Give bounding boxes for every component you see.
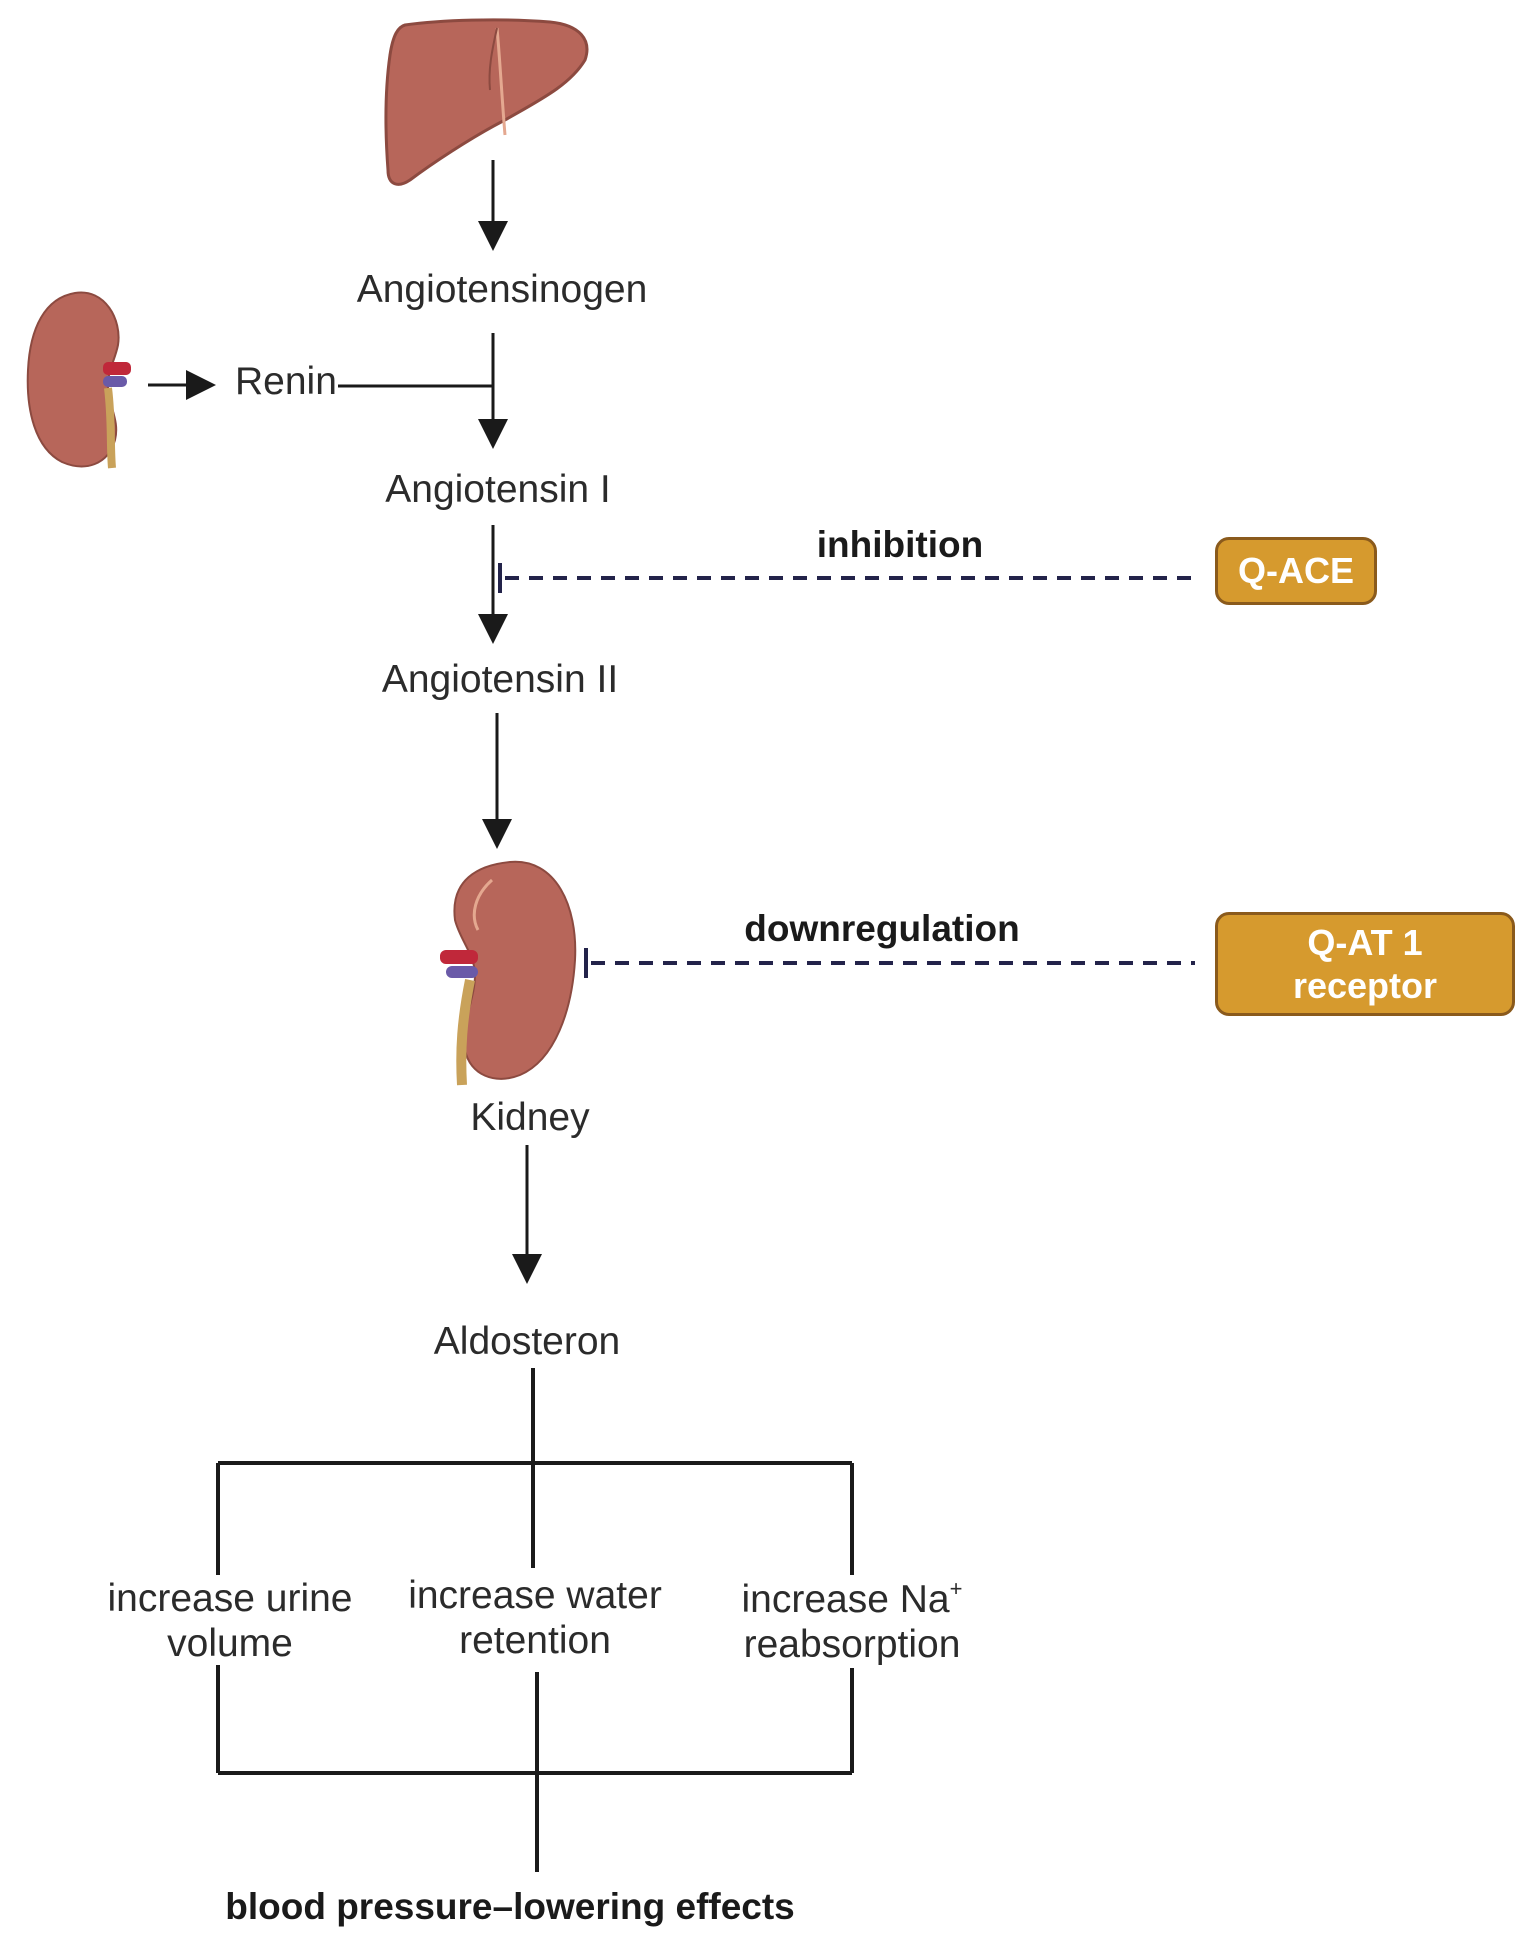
outcome-label: blood pressure–lowering effects [225,1886,795,1927]
liver-icon [384,18,589,186]
agent-q-at1-line2: receptor [1292,965,1438,1006]
edge-label-downregulation: downregulation [744,908,1020,949]
effect-urine-volume: increase urine volume [108,1577,353,1667]
effect-water-line2: retention [459,1618,611,1662]
agent-q-at1-receptor: Q-AT 1 receptor [1215,912,1515,1016]
effect-na-reabsorption: increase Na+ reabsorption [741,1576,963,1668]
kidney-icon [440,860,577,1086]
edge-label-inhibition: inhibition [816,524,984,565]
agent-q-ace: Q-ACE [1215,537,1377,605]
effect-water-line1: increase water [408,1574,662,1617]
effect-urine-line2: volume [167,1621,293,1665]
effect-water-retention: increase water retention [408,1574,662,1664]
node-kidney: Kidney [470,1096,590,1139]
node-renin: Renin [235,360,337,403]
node-angiotensin-i: Angiotensin I [385,468,611,511]
node-angiotensinogen: Angiotensinogen [356,268,648,311]
kidney-icon [26,291,131,469]
node-angiotensin-ii: Angiotensin II [381,658,619,701]
aldosteron-branch [216,1368,854,1872]
agent-q-at1-line1: Q-AT 1 [1307,921,1423,963]
effect-urine-line1: increase urine [107,1577,353,1620]
node-aldosteron: Aldosteron [433,1320,621,1363]
agent-q-ace-label: Q-ACE [1238,550,1354,592]
effect-na-superscript: + [949,1576,963,1601]
effect-na-line1: increase Na [741,1578,950,1621]
effect-na-line2: reabsorption [743,1622,961,1666]
